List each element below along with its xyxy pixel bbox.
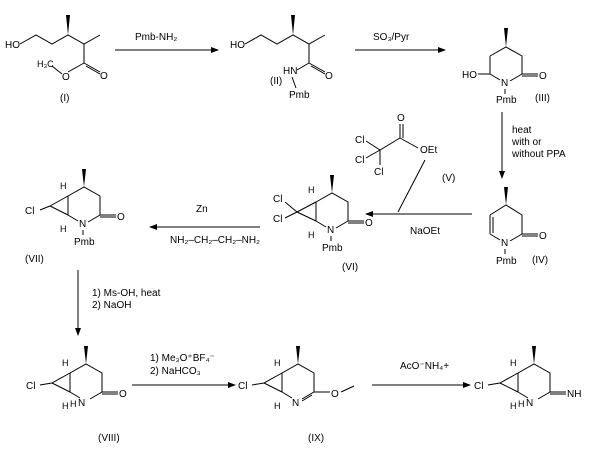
atom-H-2: H	[62, 401, 69, 411]
atom-Cl: Cl	[26, 381, 35, 392]
label-III: (III)	[535, 93, 550, 104]
atom-Pmb: Pmb	[289, 90, 310, 101]
compound-IV: O N Pmb (IV)	[489, 187, 548, 267]
atom-HO: HO	[230, 40, 245, 51]
compound-X: NH N Cl H H H	[474, 346, 581, 411]
atom-Cl: Cl	[25, 206, 34, 217]
atom-H-2: H	[510, 401, 517, 411]
reagent-r6-line1: 1) Ms-OH, heat	[92, 288, 161, 299]
compound-VII: O N Cl H H Pmb (VII)	[25, 169, 125, 265]
reagent-r2: SO₃/Pyr	[373, 32, 410, 43]
atom-N: N	[501, 238, 508, 249]
co-reagent-label: (V)	[442, 173, 455, 184]
reagent-r7-line1: 1) Me₃O⁺BF₄⁻	[150, 353, 215, 364]
label-VII: (VII)	[25, 254, 44, 265]
reagent-r5-bottom: NH₂–CH₂–CH₂–NH₂	[170, 235, 260, 246]
atom-H3C: H₃C	[37, 59, 54, 69]
reagent-r3-line2: with or	[511, 137, 542, 148]
atom-Cl: Cl	[474, 381, 483, 392]
reagent-r1: Pmb-NH₂	[135, 32, 177, 43]
atom-N: N	[79, 219, 86, 230]
atom-O: O	[331, 389, 339, 400]
atom-O: O	[325, 71, 333, 82]
compound-VIII: O N Cl H H H (VIII)	[26, 346, 127, 444]
reagent-r8: AcO⁻NH₄+	[400, 361, 449, 372]
atom-Cl: Cl	[238, 381, 247, 392]
reagent-r6-line2: 2) NaOH	[92, 300, 131, 311]
atom-N: N	[526, 398, 533, 409]
reagents: Pmb-NH₂ SO₃/Pyr heat with or without PPA…	[92, 32, 566, 377]
atom-Pmb: Pmb	[496, 256, 517, 267]
atom-Pmb: Pmb	[74, 237, 95, 248]
atom-N: N	[292, 398, 299, 409]
atom-H-2: H	[308, 230, 315, 240]
atom-HO: HO	[5, 40, 20, 51]
atom-O: O	[539, 71, 547, 82]
compound-V: O OEt Cl Cl Cl	[355, 113, 437, 178]
atom-O: O	[365, 218, 373, 229]
compound-II: HO O HN Pmb (II)	[230, 15, 333, 101]
reagent-r7-line2: 2) NaHCO₃	[150, 366, 201, 377]
atom-Pmb: Pmb	[322, 243, 343, 254]
label-II: (II)	[270, 76, 282, 87]
atom-HO: HO	[462, 70, 477, 81]
atom-Cl-1: Cl	[355, 135, 364, 146]
atom-H-1: H	[510, 358, 517, 368]
atom-O-carbonyl: O	[100, 71, 108, 82]
atom-O: O	[397, 113, 405, 124]
atom-H-2: H	[274, 401, 281, 411]
compound-VI: O N Cl Cl H H Pmb (VI)	[273, 175, 373, 273]
atom-OEt: OEt	[420, 145, 437, 156]
atom-O-ester: O	[62, 72, 70, 83]
reagent-r5-top: Zn	[196, 204, 208, 215]
arrows	[75, 47, 505, 388]
atom-H-1: H	[308, 185, 315, 195]
compound-I: HO O O H₃C (I)	[5, 15, 108, 104]
atom-O: O	[119, 389, 127, 400]
atom-Cl-2: Cl	[273, 214, 282, 225]
atom-H-1: H	[274, 358, 281, 368]
label-VI: (VI)	[342, 262, 358, 273]
atom-H-N: H	[70, 399, 77, 409]
compound-IX: O N Cl H H (IX)	[238, 346, 355, 444]
atom-Pmb: Pmb	[496, 95, 517, 106]
reagent-r3-line1: heat	[512, 125, 532, 136]
reagent-r3-line3: without PPA	[511, 149, 566, 160]
atom-H-1: H	[60, 181, 67, 191]
compound-III: O N HO Pmb (III)	[462, 28, 550, 106]
atom-O: O	[539, 231, 547, 242]
arrow-4-feed	[397, 159, 426, 213]
reagent-r4: NaOEt	[410, 226, 440, 237]
atom-H-N: H	[518, 399, 525, 409]
atom-NH: NH	[567, 389, 581, 400]
atom-Cl-1: Cl	[273, 194, 282, 205]
label-IV: (IV)	[532, 255, 548, 266]
atom-HN: HN	[283, 66, 297, 77]
atom-H-2: H	[60, 224, 67, 234]
atom-N: N	[78, 398, 85, 409]
atom-Cl-3: Cl	[374, 167, 383, 178]
label-I: (I)	[60, 93, 69, 104]
atom-H-1: H	[62, 358, 69, 368]
atom-Cl-2: Cl	[355, 155, 364, 166]
label-IX: (IX)	[308, 433, 324, 444]
atom-N: N	[327, 225, 334, 236]
atom-O: O	[117, 212, 125, 223]
atom-N: N	[501, 78, 508, 89]
label-VIII: (VIII)	[98, 433, 120, 444]
